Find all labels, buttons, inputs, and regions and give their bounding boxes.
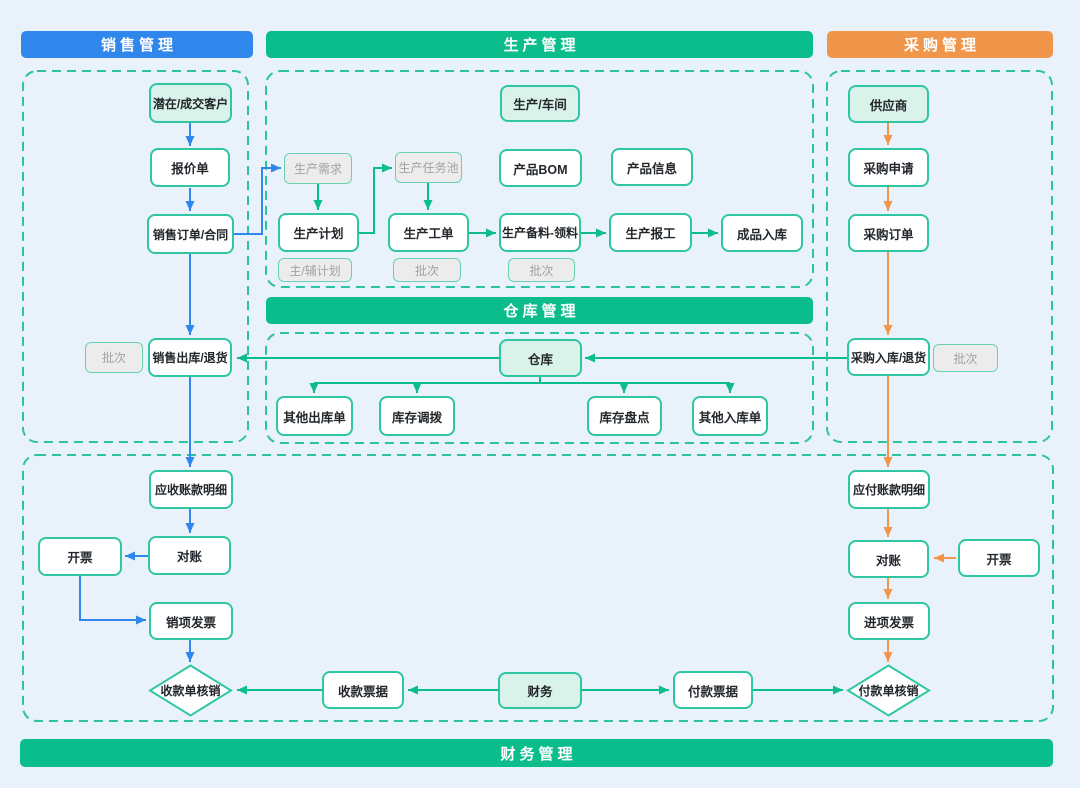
node-receipt-writeoff-label: 收款单核销 — [160, 684, 221, 698]
node-prod-report: 生产报工 — [609, 213, 692, 252]
node-ap-reconcile: 对账 — [848, 540, 929, 578]
node-material-batch: 批次 — [508, 258, 575, 282]
sales-header: 销售管理 — [21, 31, 253, 58]
node-product-bom: 产品BOM — [499, 149, 582, 187]
node-prod-workorder: 生产工单 — [388, 213, 469, 252]
node-prod-plan: 生产计划 — [278, 213, 359, 252]
node-ar-reconcile: 对账 — [148, 536, 231, 575]
node-ar-detail: 应收账款明细 — [149, 470, 233, 509]
diamond-shape — [846, 664, 931, 717]
node-payment-writeoff: 付款单核销 — [846, 664, 931, 717]
node-workshop: 生产/车间 — [500, 85, 580, 122]
edge-prodplan-taskpool — [359, 163, 392, 234]
warehouse-header: 仓库管理 — [266, 297, 813, 324]
green-arrows — [237, 163, 847, 695]
node-receipt-note: 收款票据 — [322, 671, 404, 709]
node-warehouse: 仓库 — [499, 339, 582, 377]
purchase-section-container — [826, 70, 1053, 443]
finance-section-container — [22, 454, 1054, 722]
purchase-header: 采购管理 — [827, 31, 1053, 58]
node-payment-writeoff-label: 付款单核销 — [858, 684, 919, 698]
sales-section-container — [22, 70, 249, 443]
node-prod-demand: 生产需求 — [284, 153, 352, 184]
warehouse-section-container — [265, 332, 814, 444]
node-stock-count: 库存盘点 — [587, 396, 662, 436]
production-header: 生产管理 — [266, 31, 813, 58]
diamond-shape — [148, 664, 233, 717]
node-other-outbound: 其他出库单 — [276, 396, 353, 436]
node-quotation: 报价单 — [150, 148, 230, 187]
node-sales-order: 销售订单/合同 — [147, 214, 234, 254]
node-customer: 潜在/成交客户 — [149, 83, 232, 123]
node-prod-task-pool: 生产任务池 — [395, 152, 462, 183]
node-output-invoice: 销项发票 — [149, 602, 233, 640]
node-purchase-request: 采购申请 — [848, 148, 929, 187]
node-purchase-inbound: 采购入库/退货 — [847, 338, 930, 376]
node-workorder-batch: 批次 — [393, 258, 461, 282]
node-prod-material: 生产备料-领料 — [499, 213, 581, 252]
edge-salesorder-proddemand — [234, 163, 281, 235]
node-supplier: 供应商 — [848, 85, 929, 123]
node-purchase-order: 采购订单 — [848, 214, 929, 252]
dashed-section-containers — [22, 70, 1054, 722]
node-purchase-batch: 批次 — [933, 344, 998, 372]
finance-header: 财务管理 — [20, 739, 1053, 767]
edge-arinvoice-outputinvoice — [79, 576, 146, 625]
orange-arrows — [883, 123, 956, 662]
node-sales-outbound: 销售出库/退货 — [148, 338, 232, 377]
node-receipt-writeoff: 收款单核销 — [148, 664, 233, 717]
node-main-aux-plan: 主/辅计划 — [278, 258, 352, 282]
node-finished-inbound: 成品入库 — [721, 214, 803, 252]
node-payment-note: 付款票据 — [673, 671, 753, 709]
node-ap-detail: 应付账款明细 — [848, 470, 930, 509]
node-input-invoice: 进项发票 — [848, 602, 930, 640]
node-ar-invoice: 开票 — [38, 537, 122, 576]
production-section-container — [265, 70, 814, 288]
blue-arrows — [79, 123, 281, 662]
node-stock-transfer: 库存调拨 — [379, 396, 455, 436]
node-product-info: 产品信息 — [611, 148, 693, 186]
node-ap-invoice: 开票 — [958, 539, 1040, 577]
node-other-inbound: 其他入库单 — [692, 396, 768, 436]
node-finance: 财务 — [498, 672, 582, 709]
node-sales-batch: 批次 — [85, 342, 143, 373]
